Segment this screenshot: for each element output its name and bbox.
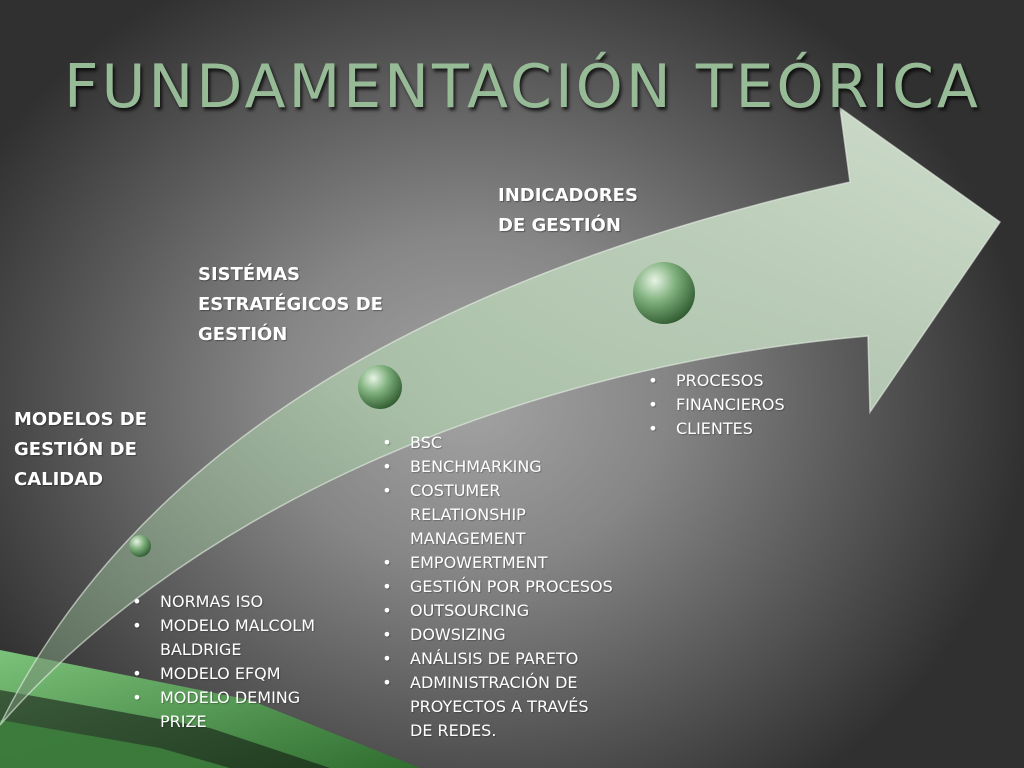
heading-line: CALIDAD — [14, 469, 104, 490]
stage-heading-strategic-systems: SISTÉMAS ESTRATÉGICOS DE GESTIÓN — [198, 260, 383, 350]
heading-line: INDICADORES — [498, 185, 638, 206]
list-item-text: OUTSOURCING — [410, 601, 530, 620]
list-item-text: ADMINISTRACIÓN DE — [410, 673, 578, 692]
list-item-text: RELATIONSHIP — [410, 505, 526, 524]
list-item-text: MODELO DEMING — [160, 688, 301, 707]
list-item: • FINANCIEROS — [646, 393, 785, 417]
list-item-text: MODELO MALCOLM — [160, 616, 315, 635]
heading-line: GESTIÓN — [198, 324, 288, 345]
list-item: • DOWSIZING — [380, 623, 613, 647]
bullet: • — [382, 433, 392, 452]
management-indicators-list: • PROCESOS • FINANCIEROS • CLIENTES — [646, 369, 785, 441]
bullet: • — [382, 601, 392, 620]
milestone-ball-3 — [633, 262, 695, 324]
list-item-text: BENCHMARKING — [410, 457, 542, 476]
bullet: • — [382, 553, 392, 572]
bullet: • — [648, 419, 658, 438]
list-item: • ADMINISTRACIÓN DE PROYECTOS A TRAVÉS DE R… — [380, 671, 613, 743]
corner-stripes — [0, 650, 420, 768]
bullet: • — [382, 649, 392, 668]
bullet: • — [648, 395, 658, 414]
list-item-text: DOWSIZING — [410, 625, 506, 644]
strategic-systems-list: • BSC • BENCHMARKING • COSTUMER RELATIONSHIP… — [380, 431, 613, 743]
bullet: • — [648, 371, 658, 390]
list-item: • MODELO DEMING PRIZE — [130, 686, 315, 734]
list-item-text: PROYECTOS A TRAVÉS — [410, 697, 589, 716]
list-item: • OUTSOURCING — [380, 599, 613, 623]
bullet: • — [132, 616, 142, 635]
stage-heading-quality-models: MODELOS DE GESTIÓN DE CALIDAD — [14, 405, 147, 495]
bullet: • — [382, 481, 392, 500]
milestone-ball-2 — [358, 365, 402, 409]
list-item-text: PROCESOS — [676, 371, 764, 390]
bullet: • — [382, 457, 392, 476]
list-item: • COSTUMER RELATIONSHIP MANAGEMENT — [380, 479, 613, 551]
bullet: • — [382, 625, 392, 644]
heading-line: DE GESTIÓN — [498, 215, 621, 236]
bullet: • — [132, 664, 142, 683]
slide-title: FUNDAMENTACIÓN TEÓRICA — [64, 52, 981, 122]
milestone-ball-1 — [129, 535, 151, 557]
list-item-text: MANAGEMENT — [410, 529, 526, 548]
heading-line: MODELOS DE — [14, 409, 148, 430]
list-item-text: COSTUMER — [410, 481, 501, 500]
stage-heading-management-indicators: INDICADORES DE GESTIÓN — [498, 181, 638, 241]
list-item-text: BALDRIGE — [160, 640, 242, 659]
list-item-text: CLIENTES — [676, 419, 753, 438]
list-item: • NORMAS ISO — [130, 590, 315, 614]
list-item: • BENCHMARKING — [380, 455, 613, 479]
list-item-text: MODELO EFQM — [160, 664, 281, 683]
list-item-text: ANÁLISIS DE PARETO — [410, 649, 579, 668]
list-item-text: BSC — [410, 433, 443, 452]
list-item-text: PRIZE — [160, 712, 207, 731]
list-item: • PROCESOS — [646, 369, 785, 393]
heading-line: GESTIÓN DE — [14, 439, 137, 460]
heading-line: SISTÉMAS — [198, 264, 301, 285]
list-item: • MODELO EFQM — [130, 662, 315, 686]
list-item-text: EMPOWERTMENT — [410, 553, 548, 572]
list-item-text: NORMAS ISO — [160, 592, 264, 611]
growth-arrow — [0, 106, 1002, 726]
list-item-text: FINANCIEROS — [676, 395, 785, 414]
list-item: • MODELO MALCOLM BALDRIGE — [130, 614, 315, 662]
bullet: • — [132, 592, 142, 611]
list-item: • BSC — [380, 431, 613, 455]
list-item: • ANÁLISIS DE PARETO — [380, 647, 613, 671]
list-item: • EMPOWERTMENT — [380, 551, 613, 575]
bullet: • — [382, 577, 392, 596]
list-item: • CLIENTES — [646, 417, 785, 441]
heading-line: ESTRATÉGICOS DE — [198, 294, 383, 315]
bullet: • — [382, 673, 392, 692]
list-item-text: DE REDES. — [410, 721, 497, 740]
quality-models-list: • NORMAS ISO • MODELO MALCOLM BALDRIGE • MOD… — [130, 590, 315, 734]
list-item: • GESTIÓN POR PROCESOS — [380, 575, 613, 599]
bullet: • — [132, 688, 142, 707]
list-item-text: GESTIÓN POR PROCESOS — [410, 577, 613, 596]
